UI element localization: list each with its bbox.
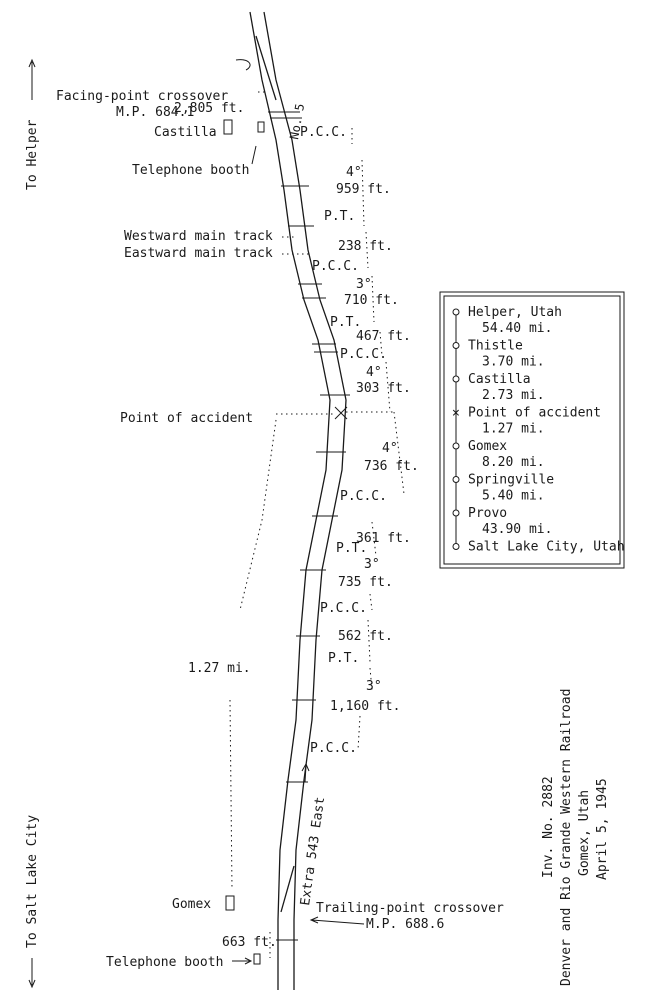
legend-station-distance: 5.40 mi. (482, 489, 545, 504)
telephone-booth-bottom-leader (232, 957, 253, 965)
track-ties (268, 111, 350, 941)
legend-station-name: Springville (468, 473, 554, 488)
legend-station-dot-icon (452, 476, 460, 483)
curve-pcc-4: P.C.C. (340, 489, 387, 504)
telephone-booth-bottom-icon (253, 953, 261, 965)
legend-station-name: Point of accident (468, 406, 601, 421)
telephone-booth-top-leader (251, 145, 257, 165)
legend-station-name: Provo (468, 506, 507, 521)
distance-dim-upper (239, 419, 277, 611)
facing-crossover-label: Facing-point crossover (56, 89, 228, 104)
trailing-crossover-leader (309, 916, 365, 925)
arrow-up-head (28, 58, 36, 68)
curve-len-9: 562 ft. (338, 629, 393, 644)
telephone-booth-bottom-label: Telephone booth (106, 955, 223, 970)
curve-len-1: 959 ft. (336, 182, 391, 197)
curve-len-3: 710 ft. (344, 293, 399, 308)
curve-pt-2: P.T. (330, 315, 361, 330)
castilla-station-label: Castilla (154, 125, 217, 140)
milepost-top: M.P. 684.1 (116, 105, 194, 120)
milepost-bottom: M.P. 688.6 (366, 917, 444, 932)
curve-len-4: 467 ft. (356, 329, 411, 344)
legend-station-dot-icon (452, 342, 460, 349)
curve-len-2: 238 ft. (338, 239, 393, 254)
eastward-main-label: Eastward main track (124, 246, 273, 261)
curve-len-7: 361 ft. (356, 531, 411, 546)
curve-pt-1: P.T. (324, 209, 355, 224)
curve-len-5: 303 ft. (356, 381, 411, 396)
legend-station-distance: 2.73 mi. (482, 388, 545, 403)
legend-station-distance: 54.40 mi. (482, 321, 552, 336)
gomex-station-label: Gomex (172, 897, 211, 912)
curve-dimension-guides (351, 128, 405, 751)
curve-pcc-2: P.C.C. (312, 259, 359, 274)
castilla-distance: 2,805 ft. (174, 101, 244, 116)
legend-box (439, 291, 625, 569)
westward-main-track (249, 11, 331, 990)
caption-inv-no: Inv. No. 2882 (541, 776, 556, 878)
extra-train-arrow-icon (301, 762, 310, 783)
curve-pcc-6: P.C.C. (310, 741, 357, 756)
curve-pcc-5: P.C.C. (320, 601, 367, 616)
westward-main-label: Westward main track (124, 229, 273, 244)
distance-label: 1.27 mi. (188, 661, 251, 676)
curve-len-10: 1,160 ft. (330, 699, 400, 714)
curve-deg-1: 4° (346, 165, 362, 180)
direction-to-salt-lake-city: To Salt Lake City (25, 815, 40, 948)
legend-station-distance: 8.20 mi. (482, 455, 545, 470)
caption-date: April 5, 1945 (595, 778, 610, 880)
castilla-station-icon (223, 119, 233, 135)
gomex-station-icon (225, 895, 235, 911)
train-no-5-label: No. 5 (287, 103, 307, 141)
direction-to-helper: To Helper (25, 119, 40, 190)
legend-station-distance: 1.27 mi. (482, 422, 545, 437)
curve-pt-3: P.T. (336, 541, 367, 556)
point-of-accident-label: Point of accident (120, 411, 253, 426)
curve-pcc-3: P.C.C. (340, 347, 387, 362)
accident-marker-icon (334, 406, 348, 420)
legend-station-dot-icon (452, 543, 460, 550)
caption-place: Gomex, Utah (577, 790, 592, 876)
curve-deg-6: 3° (366, 679, 382, 694)
legend-station-dot-icon (452, 308, 460, 316)
curve-deg-3: 4° (366, 365, 382, 380)
curve-deg-4: 4° (382, 441, 398, 456)
distance-dim-lower (229, 699, 233, 891)
legend-station-distance: 43.90 mi. (482, 522, 552, 537)
gomex-distance: 663 ft. (222, 935, 277, 950)
eastward-main-track (263, 11, 347, 990)
arrow-down-head (28, 979, 36, 989)
curve-deg-5: 3° (364, 557, 380, 572)
trailing-crossover-label: Trailing-point crossover (316, 901, 504, 916)
legend-station-name: Salt Lake City, Utah (468, 540, 625, 555)
legend-station-name: Castilla (468, 372, 531, 387)
legend-station-distance: 3.70 mi. (482, 355, 545, 370)
curve-pt-4: P.T. (328, 651, 359, 666)
legend-accident-icon: ✕ (452, 406, 460, 421)
curve-pcc-1: P.C.C. (300, 125, 347, 140)
extra-543-east-label: Extra 543 East (298, 796, 328, 907)
facing-crossover-leader (235, 59, 251, 71)
legend-station-dot-icon (452, 509, 460, 517)
legend-station-name: Thistle (468, 339, 523, 354)
curve-deg-2: 3° (356, 277, 372, 292)
legend-station-name: Helper, Utah (468, 305, 562, 320)
legend-station-dot-icon (452, 442, 460, 450)
telephone-booth-top-label: Telephone booth (132, 163, 249, 178)
trailing-point-crossover-track (280, 865, 295, 913)
telephone-booth-top-icon (257, 121, 265, 133)
curve-len-6: 736 ft. (364, 459, 419, 474)
caption-railroad: Denver and Rio Grande Western Railroad (559, 689, 574, 986)
legend-station-dot-icon (452, 375, 460, 383)
legend-station-name: Gomex (468, 439, 507, 454)
curve-len-8: 735 ft. (338, 575, 393, 590)
facing-point-crossover-track (255, 35, 277, 101)
